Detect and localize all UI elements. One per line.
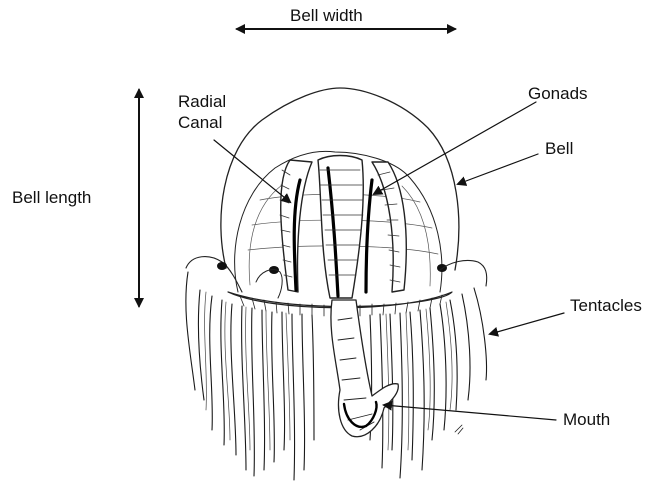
- gonads-pointer: [374, 102, 536, 194]
- radial-canal-label-line2: Canal: [178, 113, 222, 132]
- bell-length-label: Bell length: [12, 188, 91, 208]
- mouth-pointer: [384, 405, 556, 420]
- gonads-label: Gonads: [528, 84, 588, 104]
- knob-left: [217, 262, 227, 270]
- artist-mark: [455, 425, 463, 434]
- gonad-right: [372, 162, 406, 292]
- radial-canal-label-line1: Radial: [178, 92, 226, 111]
- bell-pointer: [458, 154, 538, 184]
- radial-canal-pointer: [214, 140, 290, 202]
- bell-label: Bell: [545, 139, 573, 159]
- mouth-label: Mouth: [563, 410, 610, 430]
- lappet-right: [440, 260, 487, 286]
- lappet-left: [186, 257, 242, 292]
- radial-canal-label: Radial Canal: [178, 91, 226, 133]
- tentacles-pointer: [490, 313, 564, 334]
- tentacles-label: Tentacles: [570, 296, 642, 316]
- lappet-mid: [256, 270, 282, 298]
- gonad-center: [318, 156, 363, 299]
- bell-width-label: Bell width: [290, 6, 363, 26]
